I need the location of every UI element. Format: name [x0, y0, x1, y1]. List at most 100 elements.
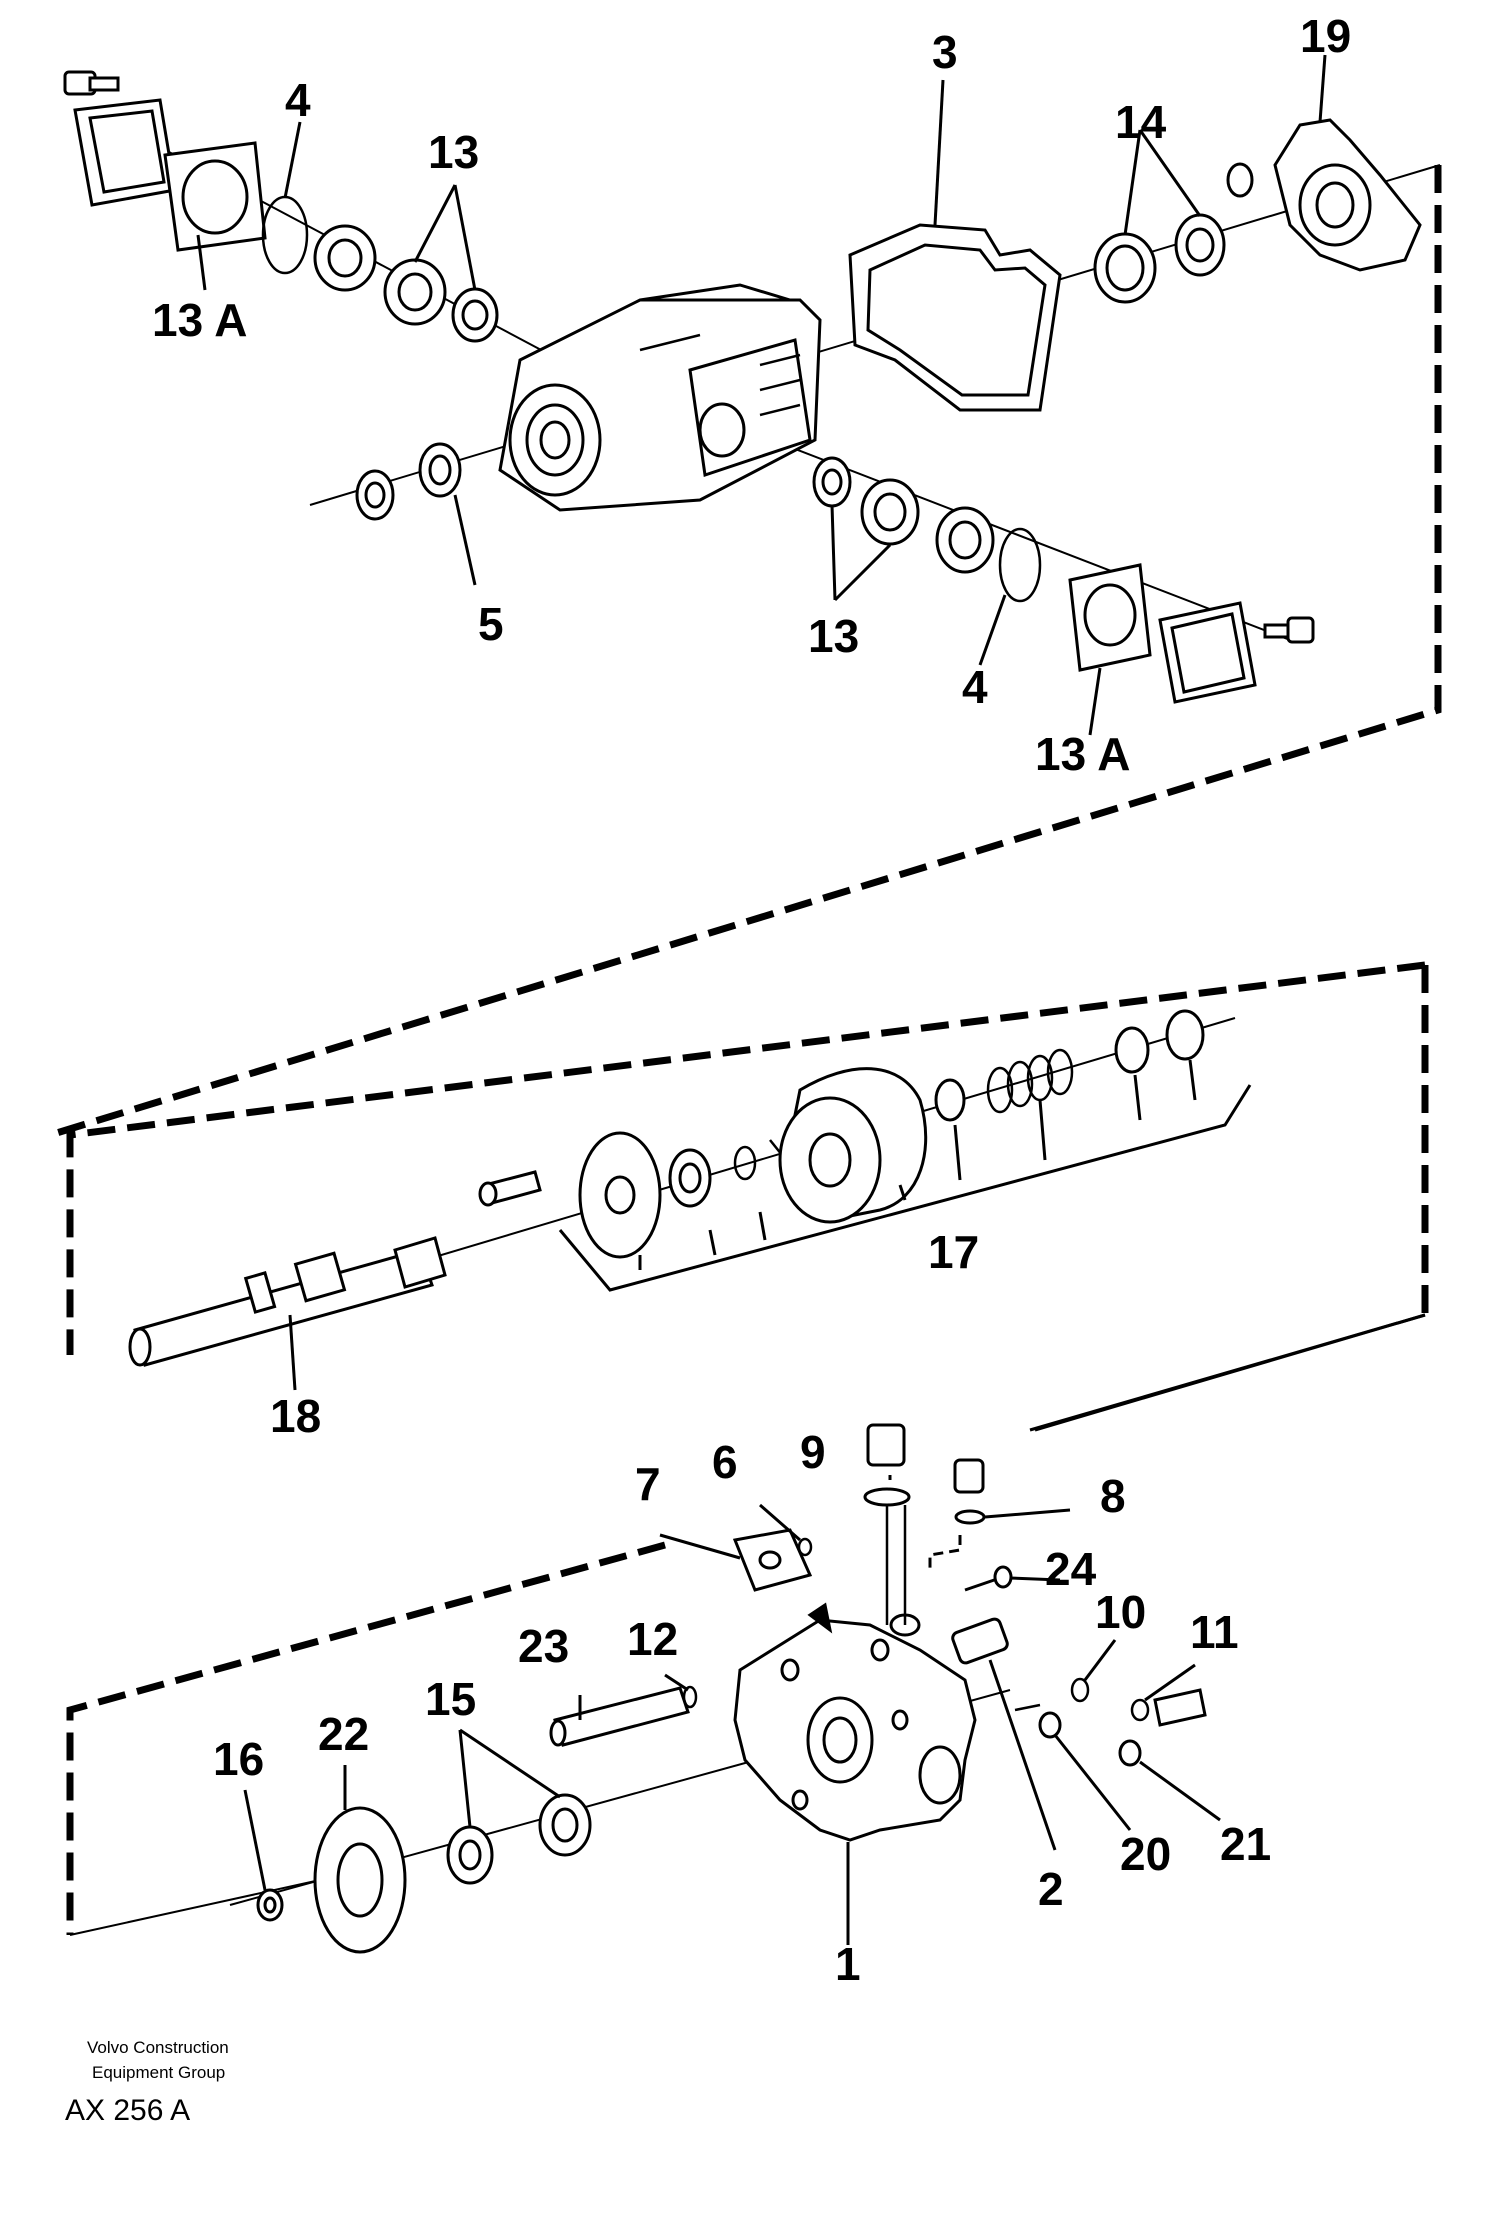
- callout-6: 6: [712, 1436, 738, 1488]
- leader-line: [453, 184, 477, 291]
- spring: [986, 1048, 1074, 1114]
- leader-line: [833, 543, 892, 602]
- nozzle: [1118, 1739, 1142, 1767]
- thrust-plate: [313, 1806, 407, 1954]
- drawing-reference: AX 256 A: [65, 2094, 190, 2127]
- arrow: [807, 1602, 833, 1634]
- o-ring: [1070, 1677, 1090, 1703]
- housing-gasket: [848, 223, 1062, 412]
- callouts: 19 3 14 4 13 13 A 5 13 4 13 A 17 18 9 6 …: [152, 10, 1351, 1990]
- leader-line: [830, 504, 837, 601]
- axis-line: [69, 1879, 321, 1936]
- plug: [1153, 1688, 1207, 1727]
- flange-gasket: [1068, 563, 1152, 672]
- callout-17: 17: [928, 1226, 979, 1278]
- footer: Volvo Construction Equipment Group AX 25…: [65, 2038, 229, 2127]
- leader-line: [984, 1508, 1071, 1519]
- nozzle: [1038, 1711, 1062, 1739]
- callout-12: 12: [627, 1613, 678, 1665]
- callout-8: 8: [1100, 1470, 1126, 1522]
- callout-13a-mid: 13 A: [1035, 728, 1130, 780]
- valve-housing: [733, 1613, 1009, 1842]
- bearing-ring: [935, 506, 995, 574]
- bearing-ring: [313, 224, 377, 292]
- middle-assembly: [66, 961, 1429, 1432]
- callout-15: 15: [425, 1673, 476, 1725]
- leader-line: [758, 1211, 767, 1241]
- leader-line: [664, 1673, 689, 1692]
- o-ring: [998, 527, 1042, 603]
- callout-9: 9: [800, 1426, 826, 1478]
- leader-line: [283, 121, 302, 199]
- callout-4-mid: 4: [962, 661, 988, 713]
- leader-line: [288, 1314, 297, 1391]
- callout-23: 23: [518, 1620, 569, 1672]
- bolt: [1263, 616, 1315, 644]
- retainer-plate: [578, 1131, 662, 1259]
- callout-21: 21: [1220, 1818, 1271, 1870]
- bottom-assembly: [66, 1313, 1426, 1954]
- leader-line: [1138, 129, 1202, 217]
- flange-plate: [732, 1528, 813, 1592]
- tapered-bearing: [1174, 213, 1226, 277]
- callout-18: 18: [270, 1390, 321, 1442]
- o-ring: [1130, 1698, 1150, 1722]
- leader-line: [898, 1184, 907, 1201]
- leader-line: [1318, 54, 1327, 123]
- leader-line: [458, 1729, 472, 1828]
- washer: [1114, 1026, 1150, 1074]
- dashed-boundary: [66, 961, 1426, 1355]
- seal-ring: [256, 1888, 284, 1922]
- leader-line: [1009, 1576, 1061, 1582]
- callout-10: 10: [1095, 1586, 1146, 1638]
- bearing-housing: [1226, 118, 1422, 272]
- leader-line: [928, 1535, 962, 1570]
- leader-line: [933, 79, 945, 226]
- leader-line: [988, 1659, 1057, 1851]
- leader-line: [759, 1503, 801, 1542]
- leader-line: [659, 1533, 741, 1560]
- flange-gasket: [163, 141, 267, 252]
- leader-line: [953, 1124, 962, 1181]
- axis-line: [1014, 1703, 1041, 1712]
- dashed-boundary: [66, 1541, 666, 1935]
- o-ring: [261, 195, 309, 275]
- callout-7: 7: [635, 1458, 661, 1510]
- cover-plate: [1158, 601, 1257, 704]
- callout-13-top: 13: [428, 126, 479, 178]
- top-assembly: [48, 54, 1442, 1139]
- bracket-17: [558, 1084, 1252, 1292]
- company-name-line1: Volvo Construction: [87, 2038, 229, 2057]
- callout-5: 5: [478, 598, 504, 650]
- plug: [863, 1423, 911, 1507]
- leader-line: [1038, 1099, 1047, 1161]
- bearing-cup: [1093, 232, 1157, 304]
- dashed-boundary: [48, 165, 1442, 1139]
- roller-bearing: [446, 1825, 494, 1885]
- leader-line: [1053, 1734, 1132, 1831]
- roller-bearing: [451, 287, 499, 343]
- axis-line: [719, 419, 1291, 641]
- cylinder-block: [778, 1067, 928, 1224]
- seal-ring: [355, 469, 395, 521]
- cover-plate: [73, 98, 177, 207]
- leader-line: [1139, 1760, 1221, 1822]
- callout-2: 2: [1038, 1863, 1064, 1915]
- drive-shaft: [128, 1236, 447, 1367]
- leader-line: [708, 1229, 717, 1256]
- leader-line: [978, 594, 1007, 666]
- leader-line: [196, 234, 207, 291]
- callout-13a-top: 13 A: [152, 294, 247, 346]
- leader-line: [1123, 129, 1142, 236]
- callout-3: 3: [932, 26, 958, 78]
- callout-24: 24: [1045, 1543, 1097, 1595]
- leader-line: [453, 494, 477, 586]
- callout-20: 20: [1120, 1828, 1171, 1880]
- bearing-ring: [538, 1793, 592, 1857]
- leader-line: [1144, 1663, 1196, 1702]
- pump-housing: [498, 283, 822, 512]
- leader-line: [1088, 667, 1102, 736]
- washer: [934, 1078, 966, 1122]
- leader-line: [1133, 1074, 1142, 1121]
